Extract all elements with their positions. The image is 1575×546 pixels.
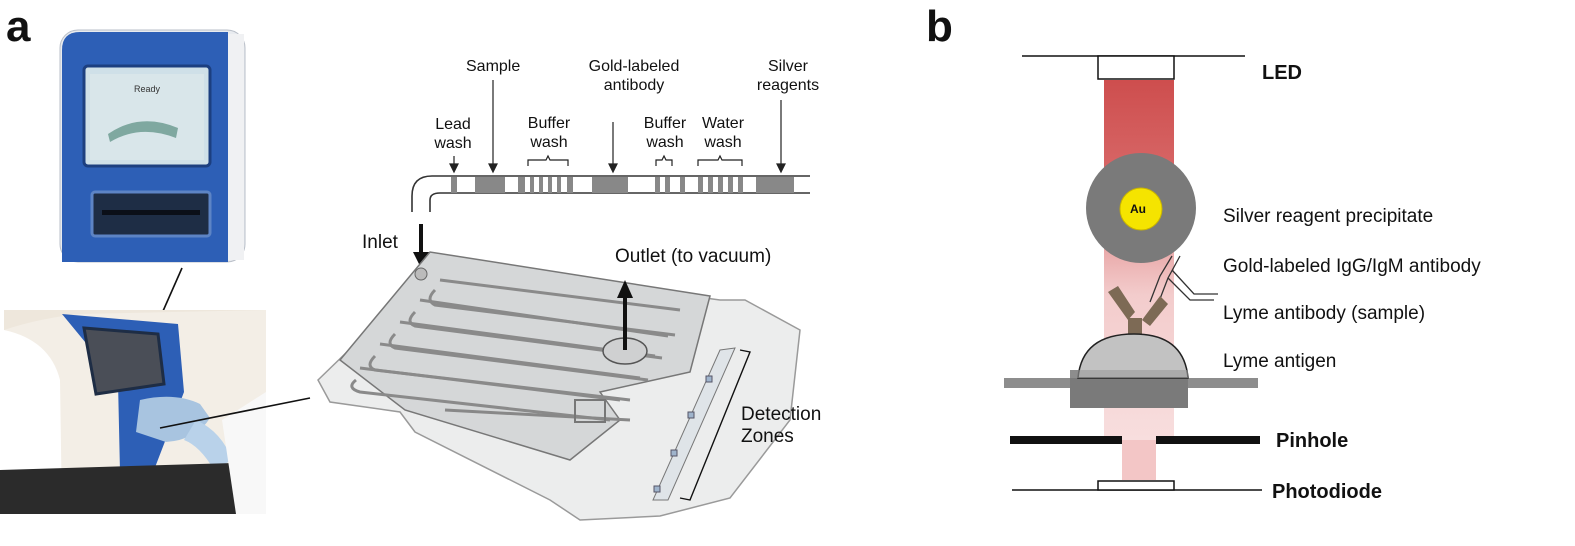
label-lead-line2: wash (434, 135, 472, 152)
gold-particle (1119, 187, 1163, 231)
reagent-arrows (449, 80, 786, 174)
pointer-line (159, 397, 311, 429)
led-box (1097, 55, 1175, 80)
label-buffer2-line1: Buffer (643, 115, 687, 132)
label-water-wash: Water wash (692, 114, 754, 152)
wash-braces (527, 154, 743, 166)
label-buffer-wash-1: Buffer wash (520, 114, 578, 152)
label-lyme-antigen: Lyme antigen (1223, 351, 1337, 372)
label-outlet: Outlet (to vacuum) (615, 246, 772, 267)
detection-bracket (679, 349, 751, 501)
label-lyme-antibody: Lyme antibody (sample) (1223, 303, 1426, 324)
label-lead-line1: Lead (435, 116, 471, 133)
inlet-arrowhead (413, 252, 429, 268)
label-detection-zones: Detection Zones (741, 404, 821, 448)
analyzer-device-image (59, 29, 246, 263)
light-beam-narrow (1122, 440, 1156, 480)
panel-b-letter: b (926, 2, 953, 51)
label-buffer1-line1: Buffer (527, 115, 571, 132)
pinhole-left (1010, 436, 1122, 444)
panel-a-letter: a (6, 2, 31, 51)
label-water-line2: wash (704, 134, 742, 151)
label-lead-wash: Lead wash (424, 115, 482, 153)
label-silver-precipitate: Silver reagent precipitate (1223, 206, 1434, 227)
label-detection-line1: Detection (741, 404, 822, 425)
reagent-tube (411, 175, 810, 212)
outlet-arrowhead (617, 280, 633, 298)
label-detection-line2: Zones (741, 426, 794, 447)
label-buffer2-line2: wash (646, 134, 684, 151)
gold-label: Au (1130, 202, 1146, 216)
pinhole-right (1156, 436, 1260, 444)
photodiode-box (1097, 480, 1175, 491)
gold-labeled-antibody (1149, 255, 1218, 305)
label-led: LED (1262, 62, 1302, 84)
label-water-line1: Water (701, 115, 745, 132)
label-gold-antibody-line2: antibody (603, 77, 665, 94)
label-buffer-wash-2: Buffer wash (636, 114, 694, 152)
label-buffer1-line2: wash (530, 134, 568, 151)
label-gold-antibody: Gold-labeled antibody (578, 57, 690, 95)
label-silver-line1: Silver (767, 58, 808, 75)
label-gold-antibody-line1: Gold-labeled (588, 58, 680, 75)
device-screen-title: Ready (134, 84, 161, 94)
label-silver-line2: reagents (756, 77, 820, 94)
label-pinhole: Pinhole (1276, 430, 1349, 452)
label-gold-labeled-antibody: Gold-labeled IgG/IgM antibody (1223, 256, 1481, 277)
label-photodiode: Photodiode (1272, 481, 1382, 503)
label-silver-reagents: Silver reagents (748, 57, 828, 95)
cartridge-insertion-photo (0, 310, 266, 514)
label-inlet: Inlet (362, 232, 398, 253)
lyme-antigen (1077, 333, 1189, 379)
label-sample: Sample (466, 58, 521, 75)
